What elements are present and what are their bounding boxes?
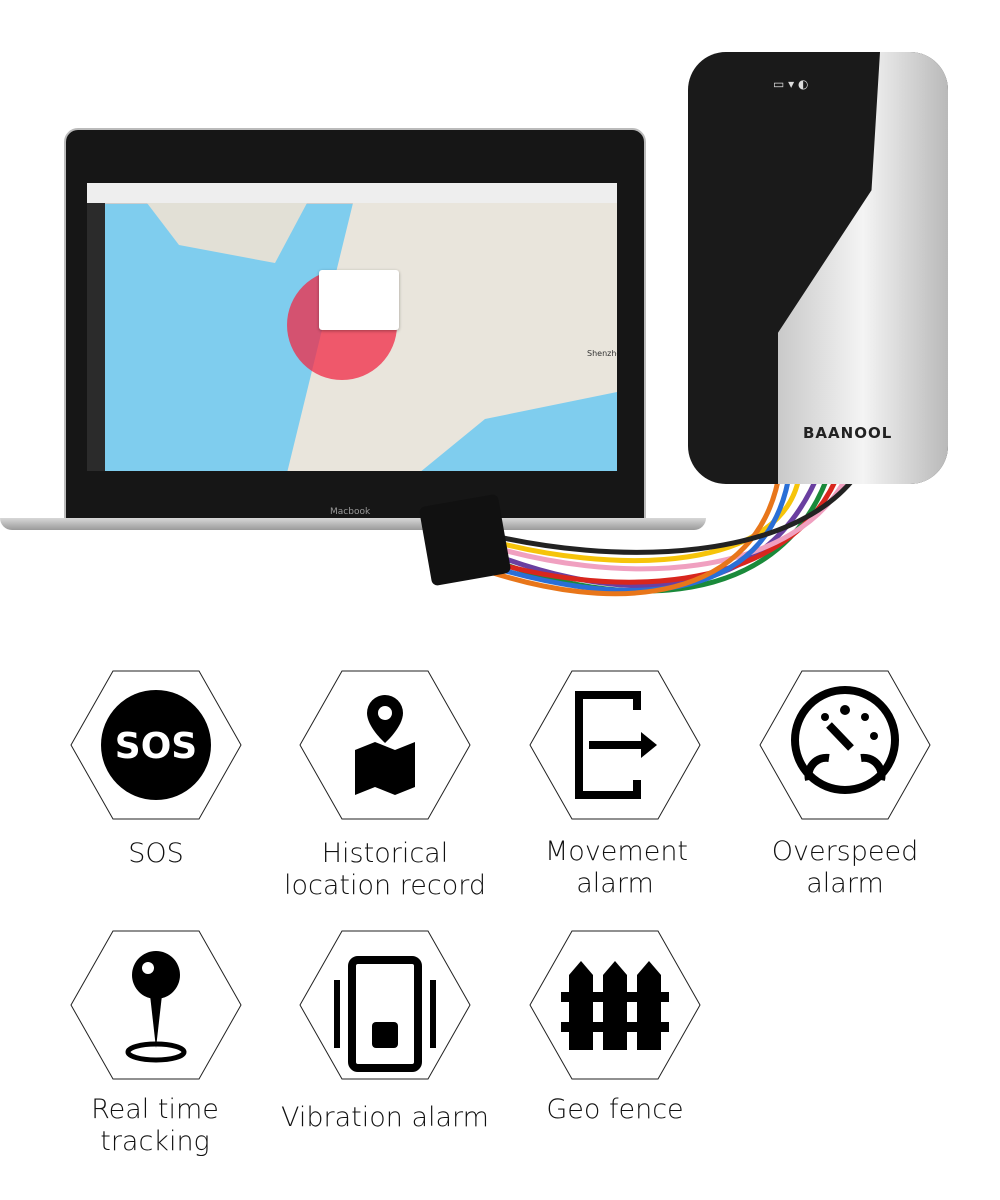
hexagon-tracking <box>70 930 242 1080</box>
status-leds: ▭ ▾ ◐ <box>773 77 809 91</box>
wire <box>469 469 823 589</box>
laptop: Shenzhe Macbook <box>0 128 710 538</box>
feature-label-history: Historical location record <box>284 838 486 901</box>
hexagon-geofence <box>529 930 701 1080</box>
speedometer-icon <box>791 686 899 794</box>
hexagon-movement <box>529 670 701 820</box>
hexagon-history <box>299 670 471 820</box>
info-popup <box>319 270 399 330</box>
laptop-base <box>0 518 706 530</box>
device-brand: BAANOOL <box>803 424 893 442</box>
wire <box>469 469 803 564</box>
feature-label-vibration: Vibration alarm <box>281 1102 489 1133</box>
laptop-screen: Shenzhe <box>87 183 617 471</box>
feature-label-geofence: Geo fence <box>546 1094 684 1125</box>
location-pin-icon <box>125 951 187 1063</box>
hexagon-sos: SOS <box>70 670 242 820</box>
app-sidebar <box>87 203 105 471</box>
hexagon-vibration <box>299 930 471 1080</box>
feature-label-movement: Movement alarm <box>545 836 689 899</box>
gps-tracker: ▭ ▾ ◐ BAANOOL <box>688 52 948 484</box>
wire <box>469 469 783 597</box>
door-exit-icon <box>575 691 644 799</box>
map-city-label: Shenzhe <box>587 349 617 358</box>
browser-bar <box>87 183 617 204</box>
feature-label-sos: SOS <box>128 838 184 869</box>
feature-label-overspeed: Overspeed alarm <box>771 836 919 899</box>
sos-badge: SOS <box>115 726 197 767</box>
fence-icon <box>561 961 669 1050</box>
laptop-brand: Macbook <box>330 507 371 517</box>
map-pin-icon <box>355 695 415 795</box>
wire <box>469 468 863 555</box>
connector <box>419 494 511 586</box>
wire-harness <box>419 468 863 597</box>
hexagon-overspeed <box>759 670 931 820</box>
feature-label-tracking: Real time tracking <box>91 1094 219 1157</box>
sos-icon <box>101 690 211 800</box>
vibrating-phone-icon <box>334 956 436 1072</box>
